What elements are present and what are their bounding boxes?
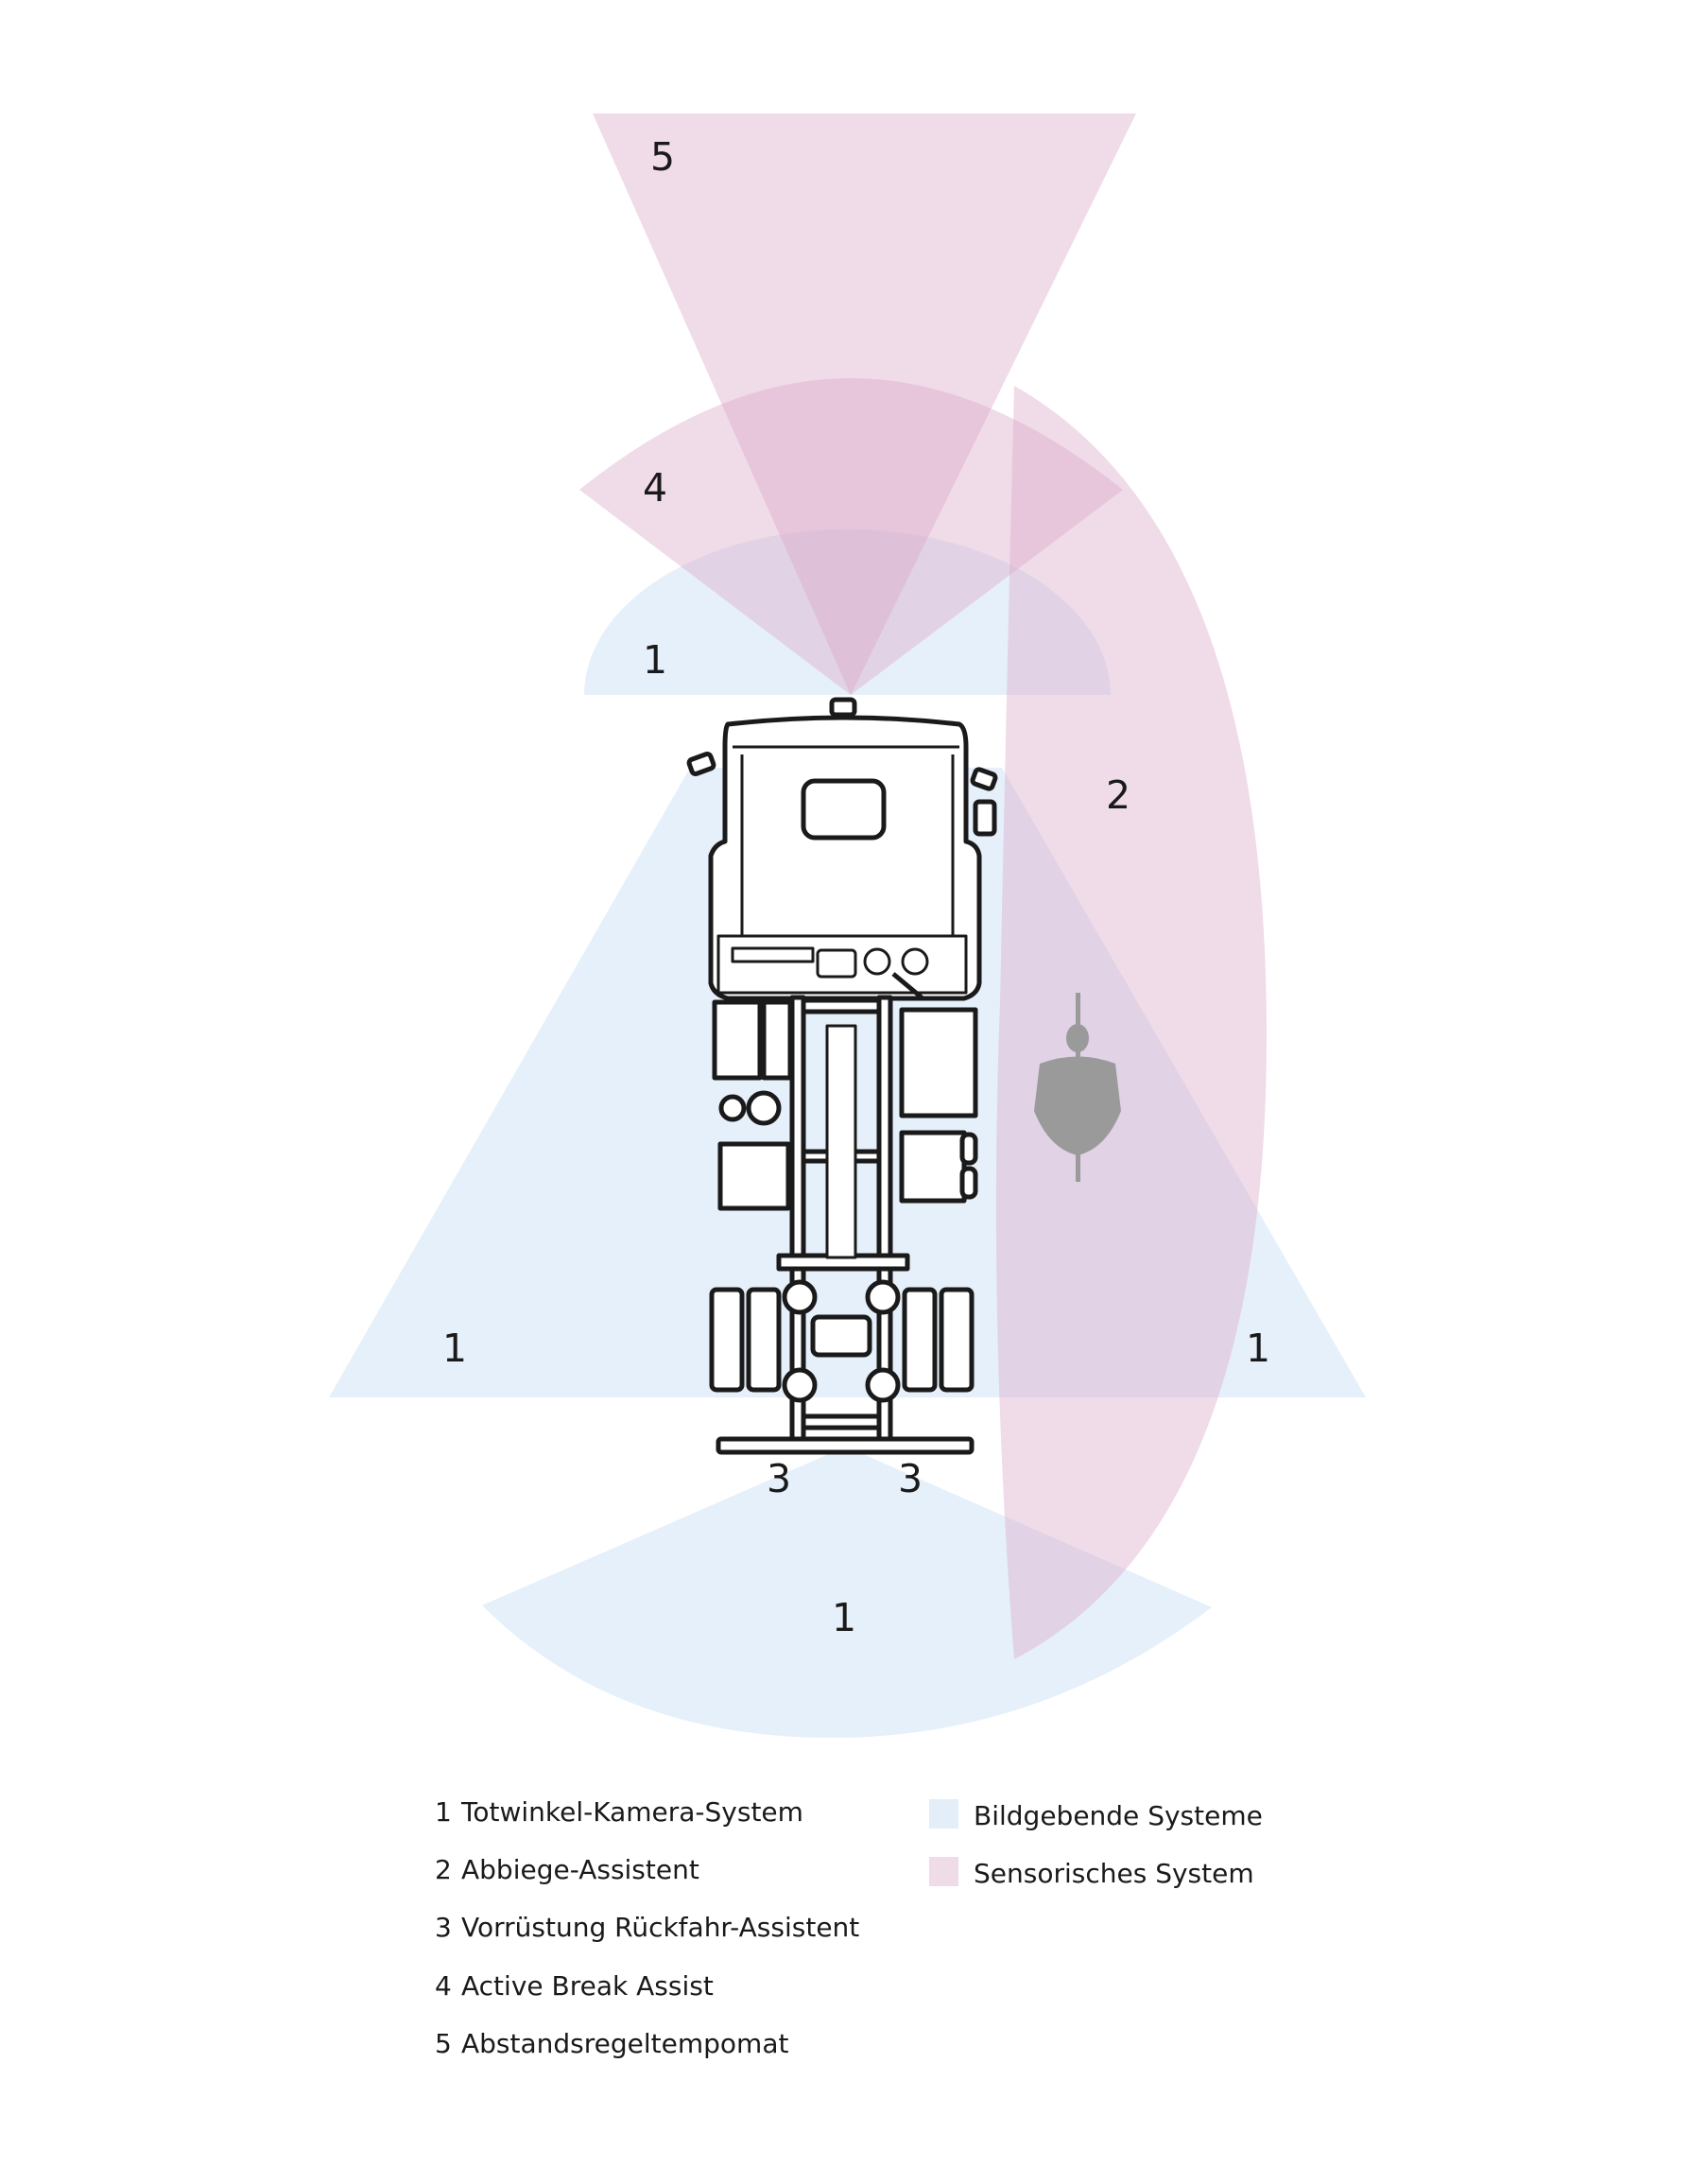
cab-vent [731, 946, 815, 963]
axle-hub-2 [865, 1279, 901, 1315]
cab [708, 715, 982, 1001]
rear-axle-housing [810, 1314, 872, 1358]
legend-category-imaging: Bildgebende Systeme [974, 1800, 1263, 1831]
wheel-right-inner [902, 1287, 938, 1393]
mirror-right [970, 767, 998, 791]
front-sensor [829, 697, 857, 718]
zone-label-1-right: 1 [1246, 1326, 1270, 1371]
legend-category-sensor: Sensorisches System [974, 1858, 1254, 1889]
zone-1-front-dome [584, 529, 1111, 695]
sensor-zones [579, 113, 1267, 1659]
legend-item-label: Totwinkel-Kamera-System [461, 1796, 803, 1828]
axle-hub-3 [782, 1367, 818, 1403]
legend-item-label: Active Break Assist [461, 1970, 714, 2002]
battery-box [717, 1141, 791, 1211]
roof-hatch [801, 778, 887, 841]
legend-item-label: Vorrüstung Rückfahr-Assistent [461, 1912, 860, 1943]
legend-item-2: 2 Abbiege-Assistent [435, 1857, 699, 1883]
air-tank-b [746, 1090, 782, 1126]
cylinder-right-b [959, 1166, 978, 1200]
wheel-right-outer [939, 1287, 975, 1393]
legend-item-4: 4 Active Break Assist [435, 1973, 714, 2000]
zone-label-4: 4 [643, 465, 667, 511]
cab-box [816, 948, 857, 979]
legend-item-5: 5 Abstandsregeltempomat [435, 2031, 788, 2057]
axle-hub-4 [865, 1367, 901, 1403]
mirror-left [686, 752, 716, 776]
legend-item-label: Abbiege-Assistent [461, 1854, 699, 1885]
zone-label-1-rear: 1 [832, 1595, 856, 1640]
legend-item-number: 4 [435, 1970, 452, 2002]
legend-item-number: 1 [435, 1796, 452, 1828]
drive-shaft [825, 1024, 857, 1259]
cross-member-1 [801, 997, 882, 1014]
tank-left-2 [761, 999, 793, 1081]
wheel-left-inner [746, 1287, 782, 1393]
wheel-left-outer [709, 1287, 745, 1393]
cab-round-1 [863, 947, 891, 976]
zone-label-3-right: 3 [898, 1456, 923, 1501]
zone-label-1-left: 1 [442, 1326, 467, 1371]
cyclist-icon [1034, 993, 1121, 1182]
box-right-2 [899, 1130, 967, 1204]
zone-label-3-left: 3 [767, 1456, 791, 1501]
zone-label-2: 2 [1106, 772, 1130, 818]
legend-item-3: 3 Vorrüstung Rückfahr-Assistent [435, 1915, 859, 1941]
zone-label-5: 5 [650, 134, 675, 180]
cylinder-right-a [959, 1132, 978, 1166]
swatch-sensor [929, 1857, 958, 1886]
swatch-imaging [929, 1799, 958, 1829]
tank-left-1 [712, 999, 763, 1081]
zone-2-side-area [995, 386, 1267, 1659]
zone-1-rear-fan [482, 1447, 1212, 1738]
zone-4-fan [579, 378, 1123, 695]
zone-5-cone [593, 113, 1136, 695]
legend-item-number: 2 [435, 1854, 452, 1885]
truck-top-view [686, 697, 998, 1455]
tank-right-1 [899, 1007, 978, 1118]
legend-item-number: 3 [435, 1912, 452, 1943]
rear-bumper [716, 1436, 975, 1455]
zone-labels: 5 4 1 2 1 1 3 3 1 [442, 134, 1270, 1640]
zone-label-1-front: 1 [643, 637, 667, 683]
legend-item-label: Abstandsregeltempomat [461, 2028, 789, 2059]
air-tank-a [718, 1094, 747, 1122]
cab-round-2 [901, 947, 929, 976]
shift-link [891, 972, 923, 999]
mirror-right-lower [973, 799, 997, 837]
cross-member-4 [801, 1413, 882, 1430]
legend-item-number: 5 [435, 2028, 452, 2059]
axle-hub-1 [782, 1279, 818, 1315]
legend-item-1: 1 Totwinkel-Kamera-System [435, 1799, 803, 1826]
